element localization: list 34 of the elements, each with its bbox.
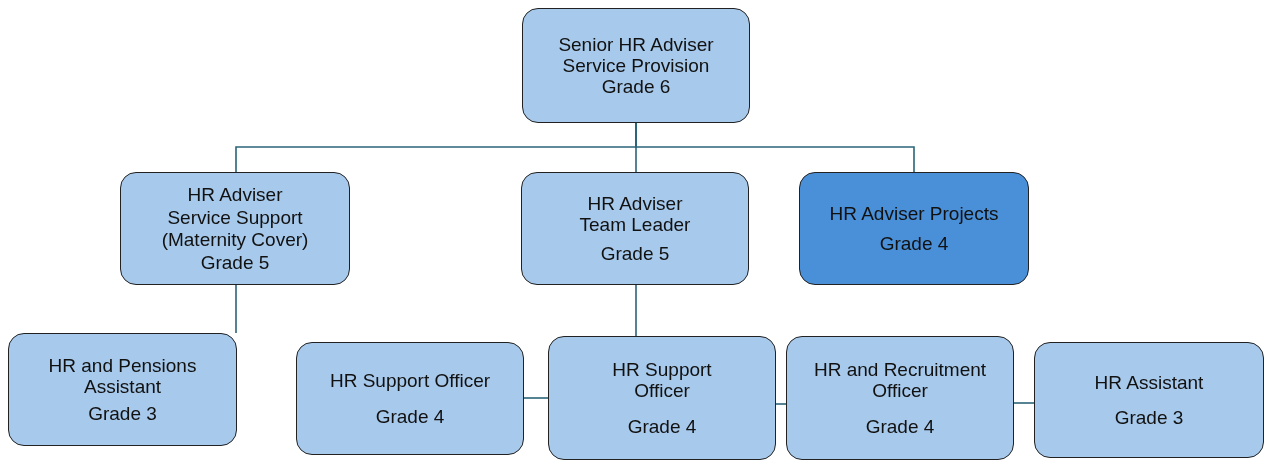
grade-text: Grade 3 [88, 403, 157, 425]
role-title: HR Adviser [187, 183, 283, 206]
connector-line [235, 284, 237, 334]
role-title: HR Support Officer [329, 370, 491, 392]
role-box [8, 333, 237, 446]
connector-line [523, 397, 549, 399]
role-box [296, 342, 524, 455]
role-title: Service Support (Maternity Cover) [160, 207, 310, 250]
grade-text: Grade 3 [1114, 407, 1184, 429]
role-title: HR Adviser Team Leader [578, 192, 692, 236]
role-box [548, 336, 776, 460]
grade-text: Grade 5 [200, 251, 270, 274]
role-box [120, 172, 350, 285]
role-title: Senior HR Adviser Service Provision [557, 33, 715, 77]
role-title: HR Adviser Projects [829, 203, 999, 225]
role-box [1034, 342, 1264, 458]
grade-text: Grade 6 [601, 76, 671, 98]
role-title: HR and Pensions Assistant [47, 354, 198, 398]
role-title: HR and Recruitment Officer [812, 359, 988, 402]
grade-text: Grade 4 [879, 232, 949, 254]
role-title: HR Support Officer [611, 359, 713, 402]
grade-text: Grade 5 [600, 243, 670, 265]
grade-text: Grade 4 [627, 415, 697, 437]
role-box [521, 172, 749, 285]
role-box [786, 336, 1014, 460]
connector-line [635, 122, 915, 173]
grade-text: Grade 4 [375, 405, 445, 427]
role-box [522, 8, 750, 123]
connector-line [775, 403, 787, 405]
role-title: HR Assistant [1094, 371, 1204, 393]
grade-text: Grade 4 [865, 415, 935, 437]
connector-line [635, 284, 637, 337]
connector-line [1013, 402, 1035, 404]
role-box [799, 172, 1029, 285]
